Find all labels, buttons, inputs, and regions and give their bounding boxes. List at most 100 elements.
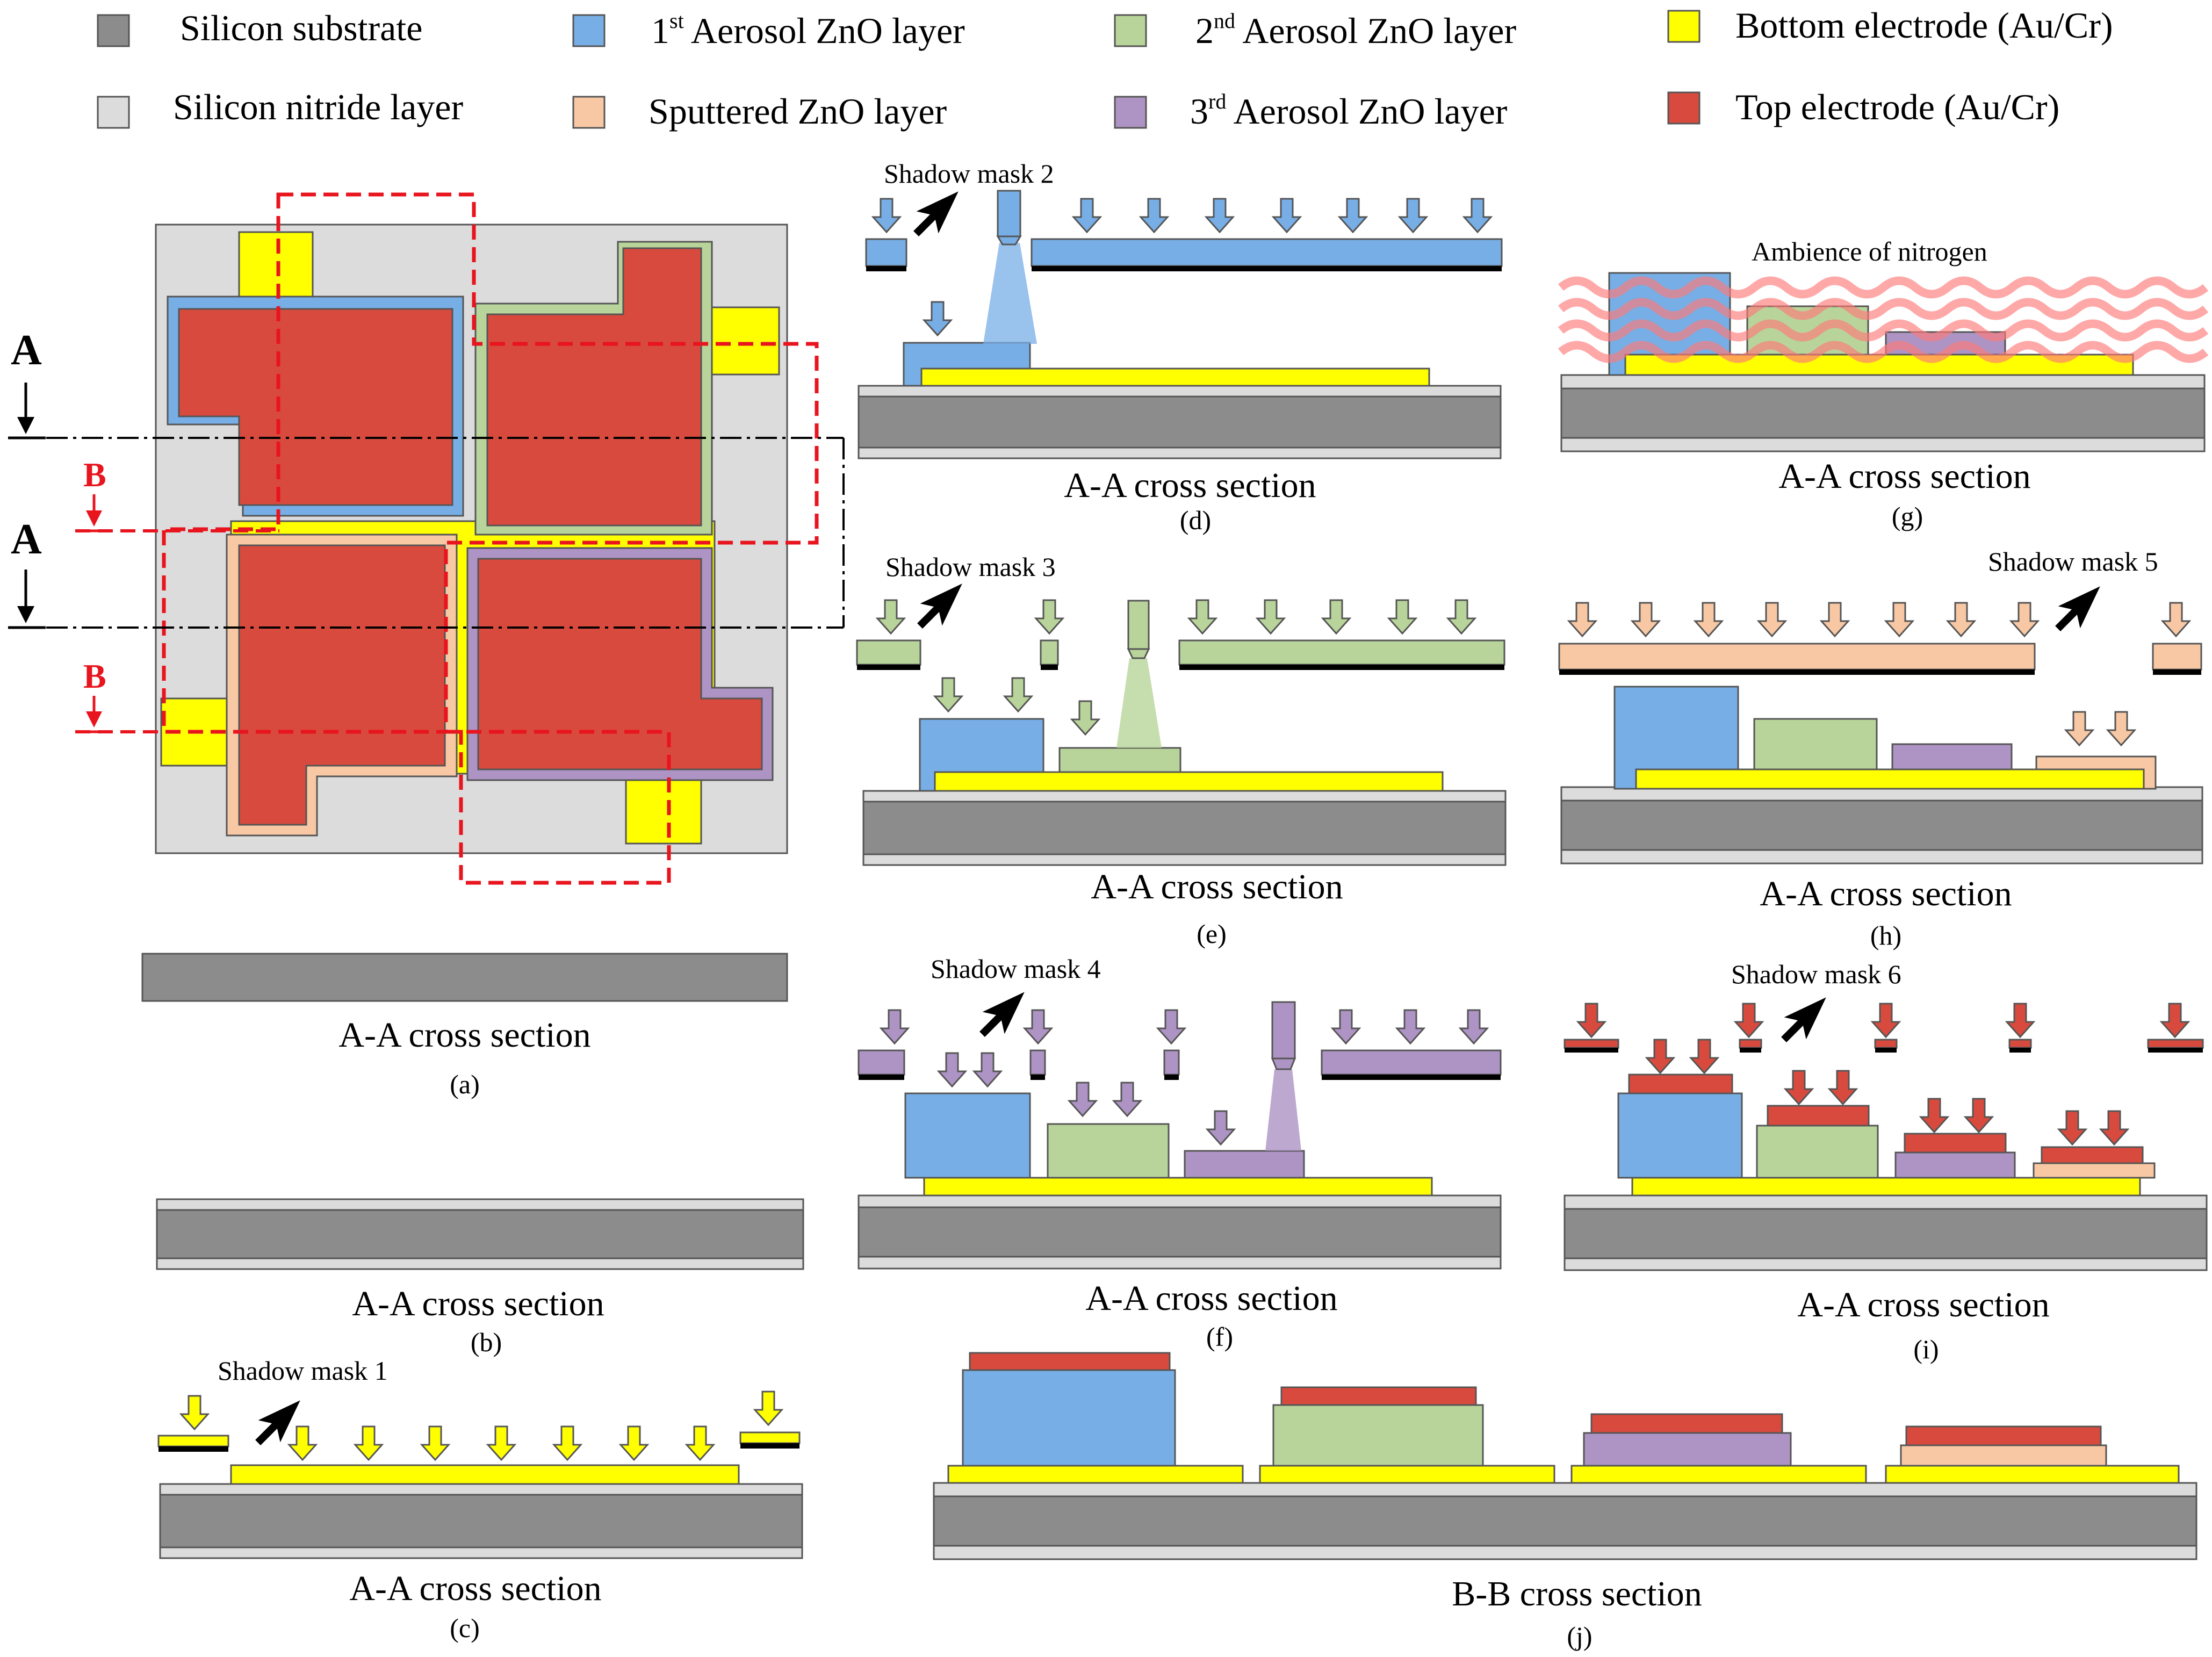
legend-swatch (97, 96, 130, 129)
shadow-mask-3-left (856, 639, 921, 666)
legend-item-third-aerosol: 3rd Aerosol ZnO layer (1114, 89, 1508, 132)
panel-g-label: (g) (1892, 501, 1923, 531)
top-electrode-deposits (1628, 1074, 2144, 1164)
panel-a-title: A-A cross section (338, 1015, 590, 1055)
nitrogen-ambience-waves (1558, 276, 2209, 363)
mask-removal-arrow (982, 1000, 1017, 1034)
aerosol-spray (983, 243, 1037, 344)
legend-item-bottom-electrode: Bottom electrode (Au/Cr) (1667, 5, 2113, 46)
panel-e-mask-label: Shadow mask 3 (885, 552, 1056, 582)
panel-g: Ambience of nitrogen A-A cross section (… (1558, 236, 2209, 531)
shadow-mask-3-mid (1040, 639, 1059, 666)
panel-j: B-B cross section (j) (933, 1352, 2197, 1651)
legend-swatch (1114, 96, 1147, 129)
panel-a-label: (a) (450, 1069, 480, 1099)
top-electrodes (178, 247, 763, 826)
shadow-mask-3-right (1178, 639, 1505, 666)
panel-j-label: (j) (1567, 1621, 1592, 1651)
svg-text:B: B (83, 657, 106, 695)
svg-text:A: A (11, 327, 42, 374)
legend-swatch (97, 14, 130, 47)
panel-f-title: A-A cross section (1085, 1279, 1337, 1318)
mask-removal-arrow (920, 592, 954, 626)
aerosol-nozzle (1127, 600, 1150, 650)
legend-item-sputtered: Sputtered ZnO layer (572, 91, 947, 132)
panel-i-mask-label: Shadow mask 6 (1731, 959, 1901, 989)
shadow-mask-5-left (1558, 643, 2036, 671)
panel-j-title: B-B cross section (1452, 1574, 1702, 1613)
shadow-mask-4-right (1321, 1049, 1502, 1076)
panel-e: Shadow mask 3 A-A cross section (e) (856, 552, 1507, 949)
legend-label: Silicon nitride layer (173, 87, 463, 127)
top-electrode-1 (178, 308, 453, 506)
panel-h-label: (h) (1870, 920, 1901, 950)
panel-i-title: A-A cross section (1797, 1285, 2049, 1324)
section-marker-a2: A (8, 516, 46, 629)
panel-e-title: A-A cross section (1091, 867, 1343, 906)
svg-text:A: A (11, 516, 42, 563)
legend-swatch (572, 96, 606, 129)
legend-item-silicon-substrate: Silicon substrate (97, 8, 422, 48)
legend-item-second-aerosol: 2nd Aerosol ZnO layer (1114, 9, 1516, 51)
shadow-mask-2-right (1031, 238, 1503, 267)
third-aerosol-layer (1184, 1150, 1305, 1179)
si-substrate (156, 1209, 804, 1259)
panel-d-label: (d) (1180, 505, 1211, 535)
aerosol-nozzle (997, 190, 1021, 237)
panel-h-title: A-A cross section (1760, 874, 2012, 913)
panel-e-label: (e) (1197, 919, 1227, 949)
bottom-electrode (920, 368, 1430, 387)
section-marker-b2: B (75, 657, 110, 733)
panel-c-mask-label: Shadow mask 1 (218, 1356, 388, 1386)
panel-b-title: A-A cross section (352, 1284, 604, 1323)
shadow-mask-4-left (858, 1049, 905, 1076)
aerosol-spray (1265, 1069, 1301, 1151)
panel-a-top-view: A A B B A-A cross section (a) (8, 192, 845, 1099)
panel-i-label: (i) (1913, 1334, 1939, 1364)
shadow-mask-5-right (2152, 643, 2202, 671)
si-substrate (141, 953, 788, 1002)
legend-swatch (1114, 14, 1147, 47)
legend-label: 3rd Aerosol ZnO layer (1190, 89, 1508, 132)
panel-g-annotation: Ambience of nitrogen (1752, 236, 1987, 266)
aerosol-nozzle (1271, 1001, 1296, 1060)
panel-h: Shadow mask 5 A-A cross section (h) (1558, 546, 2203, 950)
legend-swatch (572, 14, 606, 47)
svg-text:B: B (83, 456, 106, 494)
legend-label: Bottom electrode (Au/Cr) (1735, 5, 2113, 46)
legend-item-first-aerosol: 1st Aerosol ZnO layer (572, 9, 965, 51)
mask-removal-arrow (258, 1408, 292, 1443)
panel-d-title: A-A cross section (1064, 466, 1316, 505)
bottom-electrode (230, 1464, 740, 1485)
legend-label: 1st Aerosol ZnO layer (651, 9, 965, 51)
legend-item-top-electrode: Top electrode (Au/Cr) (1667, 87, 2059, 127)
legend-label: Silicon substrate (180, 8, 422, 48)
aerosol-spray (1116, 658, 1162, 748)
legend-swatch (1667, 10, 1701, 43)
legend-item-silicon-nitride: Silicon nitride layer (97, 87, 463, 129)
panel-b-label: (b) (471, 1327, 502, 1357)
panel-f: Shadow mask 4 A-A cross section (f) (858, 954, 1502, 1352)
panel-b: A-A cross section (b) (156, 1198, 804, 1357)
top-electrode-4 (477, 558, 763, 770)
panel-i: Shadow mask 6 A-A cross section (i) (1563, 959, 2208, 1364)
panel-g-title: A-A cross section (1778, 457, 2030, 496)
shadow-mask-1-right (739, 1431, 801, 1444)
panel-d-mask-label: Shadow mask 2 (884, 159, 1054, 189)
shadow-mask-6 (1563, 1039, 2204, 1049)
legend: Silicon substrate 1st Aerosol ZnO layer … (97, 5, 2113, 132)
mask-removal-arrow (916, 199, 950, 234)
top-electrode-2 (486, 247, 702, 527)
panel-f-mask-label: Shadow mask 4 (931, 954, 1101, 984)
panel-h-mask-label: Shadow mask 5 (1988, 546, 2158, 577)
mask-outline (162, 192, 819, 885)
panel-c: Shadow mask 1 A-A cross section (c) (157, 1356, 803, 1643)
shadow-mask-2-left (865, 238, 907, 267)
section-marker-b1: B (75, 456, 110, 532)
panel-f-label: (f) (1206, 1322, 1233, 1352)
legend-label: Top electrode (Au/Cr) (1735, 87, 2059, 127)
panel-c-title: A-A cross section (349, 1569, 601, 1608)
legend-label: 2nd Aerosol ZnO layer (1195, 9, 1516, 51)
shadow-mask-1-left (157, 1435, 229, 1447)
